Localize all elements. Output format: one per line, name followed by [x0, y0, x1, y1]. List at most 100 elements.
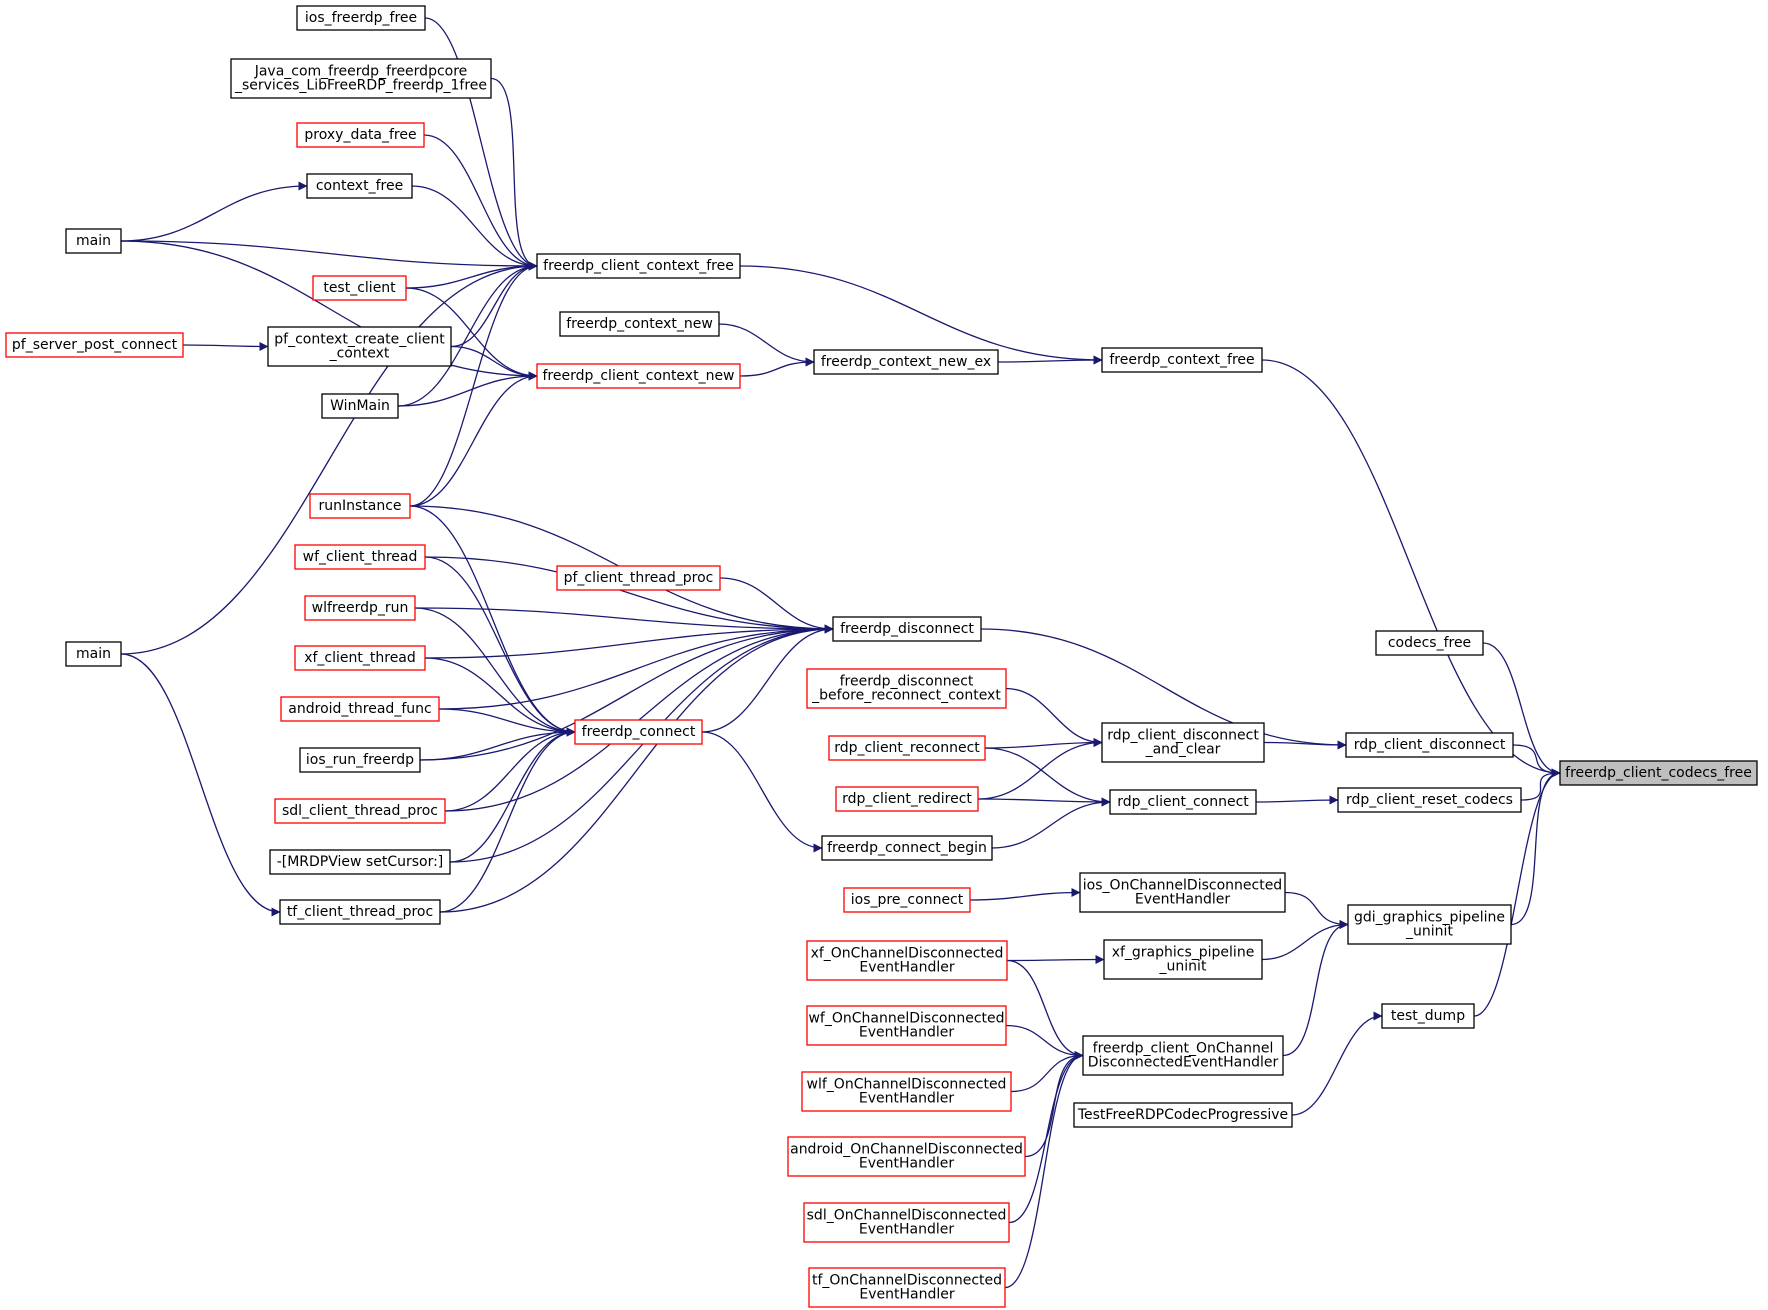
node-freerdp-context-new[interactable]: freerdp_context_new — [559, 311, 720, 337]
node-label: rdp_client_reconnect — [834, 740, 980, 756]
node-xf-graphics-pipeline-uninit[interactable]: xf_graphics_pipeline_uninit — [1103, 939, 1263, 980]
node-label: freerdp_client_codecs_free — [1565, 765, 1752, 781]
node-rdp-client-reset-codecs[interactable]: rdp_client_reset_codecs — [1337, 787, 1522, 813]
edge-test_dump-to-codecs_free_main — [1473, 768, 1561, 1017]
node-label: test_dump — [1391, 1008, 1465, 1024]
edge-mrdpview_setcursor-to-freerdp_connect — [449, 727, 576, 863]
edge-tf_client_thread_proc-to-freerdp_disconnect — [439, 624, 834, 913]
node-label: gdi_graphics_pipeline — [1354, 910, 1505, 926]
node-box — [1345, 732, 1514, 758]
node-box — [536, 253, 741, 279]
edge-testfreerdpcodecprogressive-to-test_dump — [1291, 1011, 1383, 1116]
edge-ios_pre_connect-to-ios_onchanneldisconnected — [969, 888, 1081, 901]
node-pf-client-thread-proc[interactable]: pf_client_thread_proc — [556, 565, 721, 591]
node-xf-client-thread[interactable]: xf_client_thread — [294, 645, 426, 671]
node-pf-server-post-connect[interactable]: pf_server_post_connect — [5, 332, 184, 358]
edge-rdp_client_redirect-to-rdp_client_connect — [977, 797, 1111, 807]
node-java-freerdp-free[interactable]: Java_com_freerdp_freerdpcore_services_Li… — [230, 58, 492, 99]
node-runinstance[interactable]: runInstance — [309, 493, 411, 519]
node-wlfreerdp-run[interactable]: wlfreerdp_run — [304, 595, 416, 621]
node-freerdp-client-onchannel[interactable]: freerdp_client_OnChannelDisconnectedEven… — [1082, 1035, 1284, 1076]
edge-test_client-to-freerdp_client_context_new — [405, 287, 538, 381]
node-label: EventHandler — [1135, 892, 1230, 908]
node-label: wf_client_thread — [303, 549, 418, 565]
node-box — [306, 173, 413, 199]
node-android-onchanneldisconnected[interactable]: android_OnChannelDisconnectedEventHandle… — [787, 1136, 1026, 1177]
edge-wf_onchanneldisconnected-to-freerdp_client_onchannel — [1005, 1024, 1084, 1060]
node-box — [835, 786, 979, 812]
edge-xf_graphics_pipeline_uninit-to-gdi_graphics_pipeline_uninit — [1261, 920, 1349, 961]
node-freerdp-connect-begin[interactable]: freerdp_connect_begin — [821, 835, 993, 861]
node-main-a[interactable]: main — [65, 228, 122, 254]
node-label: EventHandler — [859, 1025, 954, 1041]
node-label: freerdp_client_context_free — [543, 258, 734, 274]
edge-sdl_client_thread_proc-to-freerdp_connect — [444, 727, 576, 812]
node-label: xf_graphics_pipeline — [1112, 945, 1255, 961]
edge-xf_onchanneldisconnected-to-freerdp_client_onchannel — [1006, 959, 1084, 1060]
node-freerdp-context-new-ex[interactable]: freerdp_context_new_ex — [813, 349, 999, 375]
node-sdl-client-thread-proc[interactable]: sdl_client_thread_proc — [274, 798, 446, 824]
node-context-free[interactable]: context_free — [306, 173, 413, 199]
node-ios-freerdp-free[interactable]: ios_freerdp_free — [296, 5, 426, 31]
node-label: android_OnChannelDisconnected — [790, 1142, 1023, 1158]
node-rdp-client-reconnect[interactable]: rdp_client_reconnect — [828, 735, 986, 761]
edge-main_a-to-freerdp_client_context_free — [120, 240, 538, 271]
node-rdp-client-disconnect-and-clear[interactable]: rdp_client_disconnect_and_clear — [1101, 722, 1265, 763]
node-label: DisconnectedEventHandler — [1088, 1055, 1279, 1071]
node-freerdp-connect[interactable]: freerdp_connect — [574, 719, 703, 745]
node-testfreerdpcodecprogressive[interactable]: TestFreeRDPCodecProgressive — [1073, 1102, 1293, 1128]
node-label: sdl_OnChannelDisconnected — [807, 1208, 1007, 1224]
edge-winmain-to-freerdp_client_context_new — [397, 371, 538, 407]
node-tf-client-thread-proc[interactable]: tf_client_thread_proc — [279, 899, 441, 925]
node-codecs-free-main[interactable]: freerdp_client_codecs_free — [1559, 760, 1758, 786]
edge-rdp_client_reconnect-to-rdp_client_disconnect_and_clear — [984, 738, 1103, 749]
node-wf-client-thread[interactable]: wf_client_thread — [294, 544, 426, 570]
node-gdi-graphics-pipeline-uninit[interactable]: gdi_graphics_pipeline_uninit — [1347, 904, 1512, 945]
node-box — [65, 228, 122, 254]
node-rdp-client-redirect[interactable]: rdp_client_redirect — [835, 786, 979, 812]
node-freerdp-client-context-free[interactable]: freerdp_client_context_free — [536, 253, 741, 279]
edge-freerdp_client_context_free-to-freerdp_context_free — [739, 265, 1103, 365]
node-box — [1082, 1035, 1284, 1076]
node-ios-run-freerdp[interactable]: ios_run_freerdp — [299, 747, 421, 773]
node-main-b[interactable]: main — [65, 641, 122, 667]
edge-freerdp_client_context_new-to-freerdp_context_new_ex — [739, 357, 815, 377]
node-freerdp-client-context-new[interactable]: freerdp_client_context_new — [536, 363, 741, 389]
node-test-client[interactable]: test_client — [312, 275, 407, 301]
node-label: ios_OnChannelDisconnected — [1083, 878, 1282, 894]
node-rdp-client-disconnect[interactable]: rdp_client_disconnect — [1345, 732, 1514, 758]
node-box — [832, 616, 982, 642]
node-ios-pre-connect[interactable]: ios_pre_connect — [843, 887, 971, 913]
node-label: freerdp_context_free — [1109, 352, 1254, 368]
node-freerdp-disconnect[interactable]: freerdp_disconnect — [832, 616, 982, 642]
node-label: _and_clear — [1145, 742, 1221, 758]
node-label: main — [76, 233, 111, 249]
node-mrdpview-setcursor[interactable]: -[MRDPView setCursor:] — [269, 849, 451, 875]
edge-tf_client_thread_proc-to-freerdp_connect — [439, 727, 576, 913]
node-label: freerdp_client_context_new — [542, 368, 734, 384]
node-codecs-free[interactable]: codecs_free — [1375, 630, 1484, 656]
node-box — [806, 668, 1007, 709]
node-box — [559, 311, 720, 337]
node-freerdp-context-free[interactable]: freerdp_context_free — [1101, 347, 1263, 373]
node-pf-context-create-client-context[interactable]: pf_context_create_client_context — [267, 326, 452, 367]
node-box — [813, 349, 999, 375]
node-label: freerdp_context_new — [566, 316, 713, 332]
node-proxy-data-free[interactable]: proxy_data_free — [296, 122, 425, 148]
node-winmain[interactable]: WinMain — [321, 393, 399, 419]
node-label: runInstance — [318, 498, 401, 514]
node-test-dump[interactable]: test_dump — [1381, 1003, 1475, 1029]
edge-freerdp_disconnect_before_reconnect-to-rdp_client_disconnect_and_clear — [1005, 687, 1103, 747]
node-android-thread-func[interactable]: android_thread_func — [280, 696, 440, 722]
node-freerdp-disconnect-before-reconnect[interactable]: freerdp_disconnect_before_reconnect_cont… — [806, 668, 1007, 709]
edge-freerdp_client_onchannel-to-gdi_graphics_pipeline_uninit — [1282, 920, 1349, 1057]
node-rdp-client-connect[interactable]: rdp_client_connect — [1109, 789, 1257, 815]
node-label: proxy_data_free — [304, 127, 416, 143]
node-label: wf_OnChannelDisconnected — [808, 1011, 1004, 1027]
